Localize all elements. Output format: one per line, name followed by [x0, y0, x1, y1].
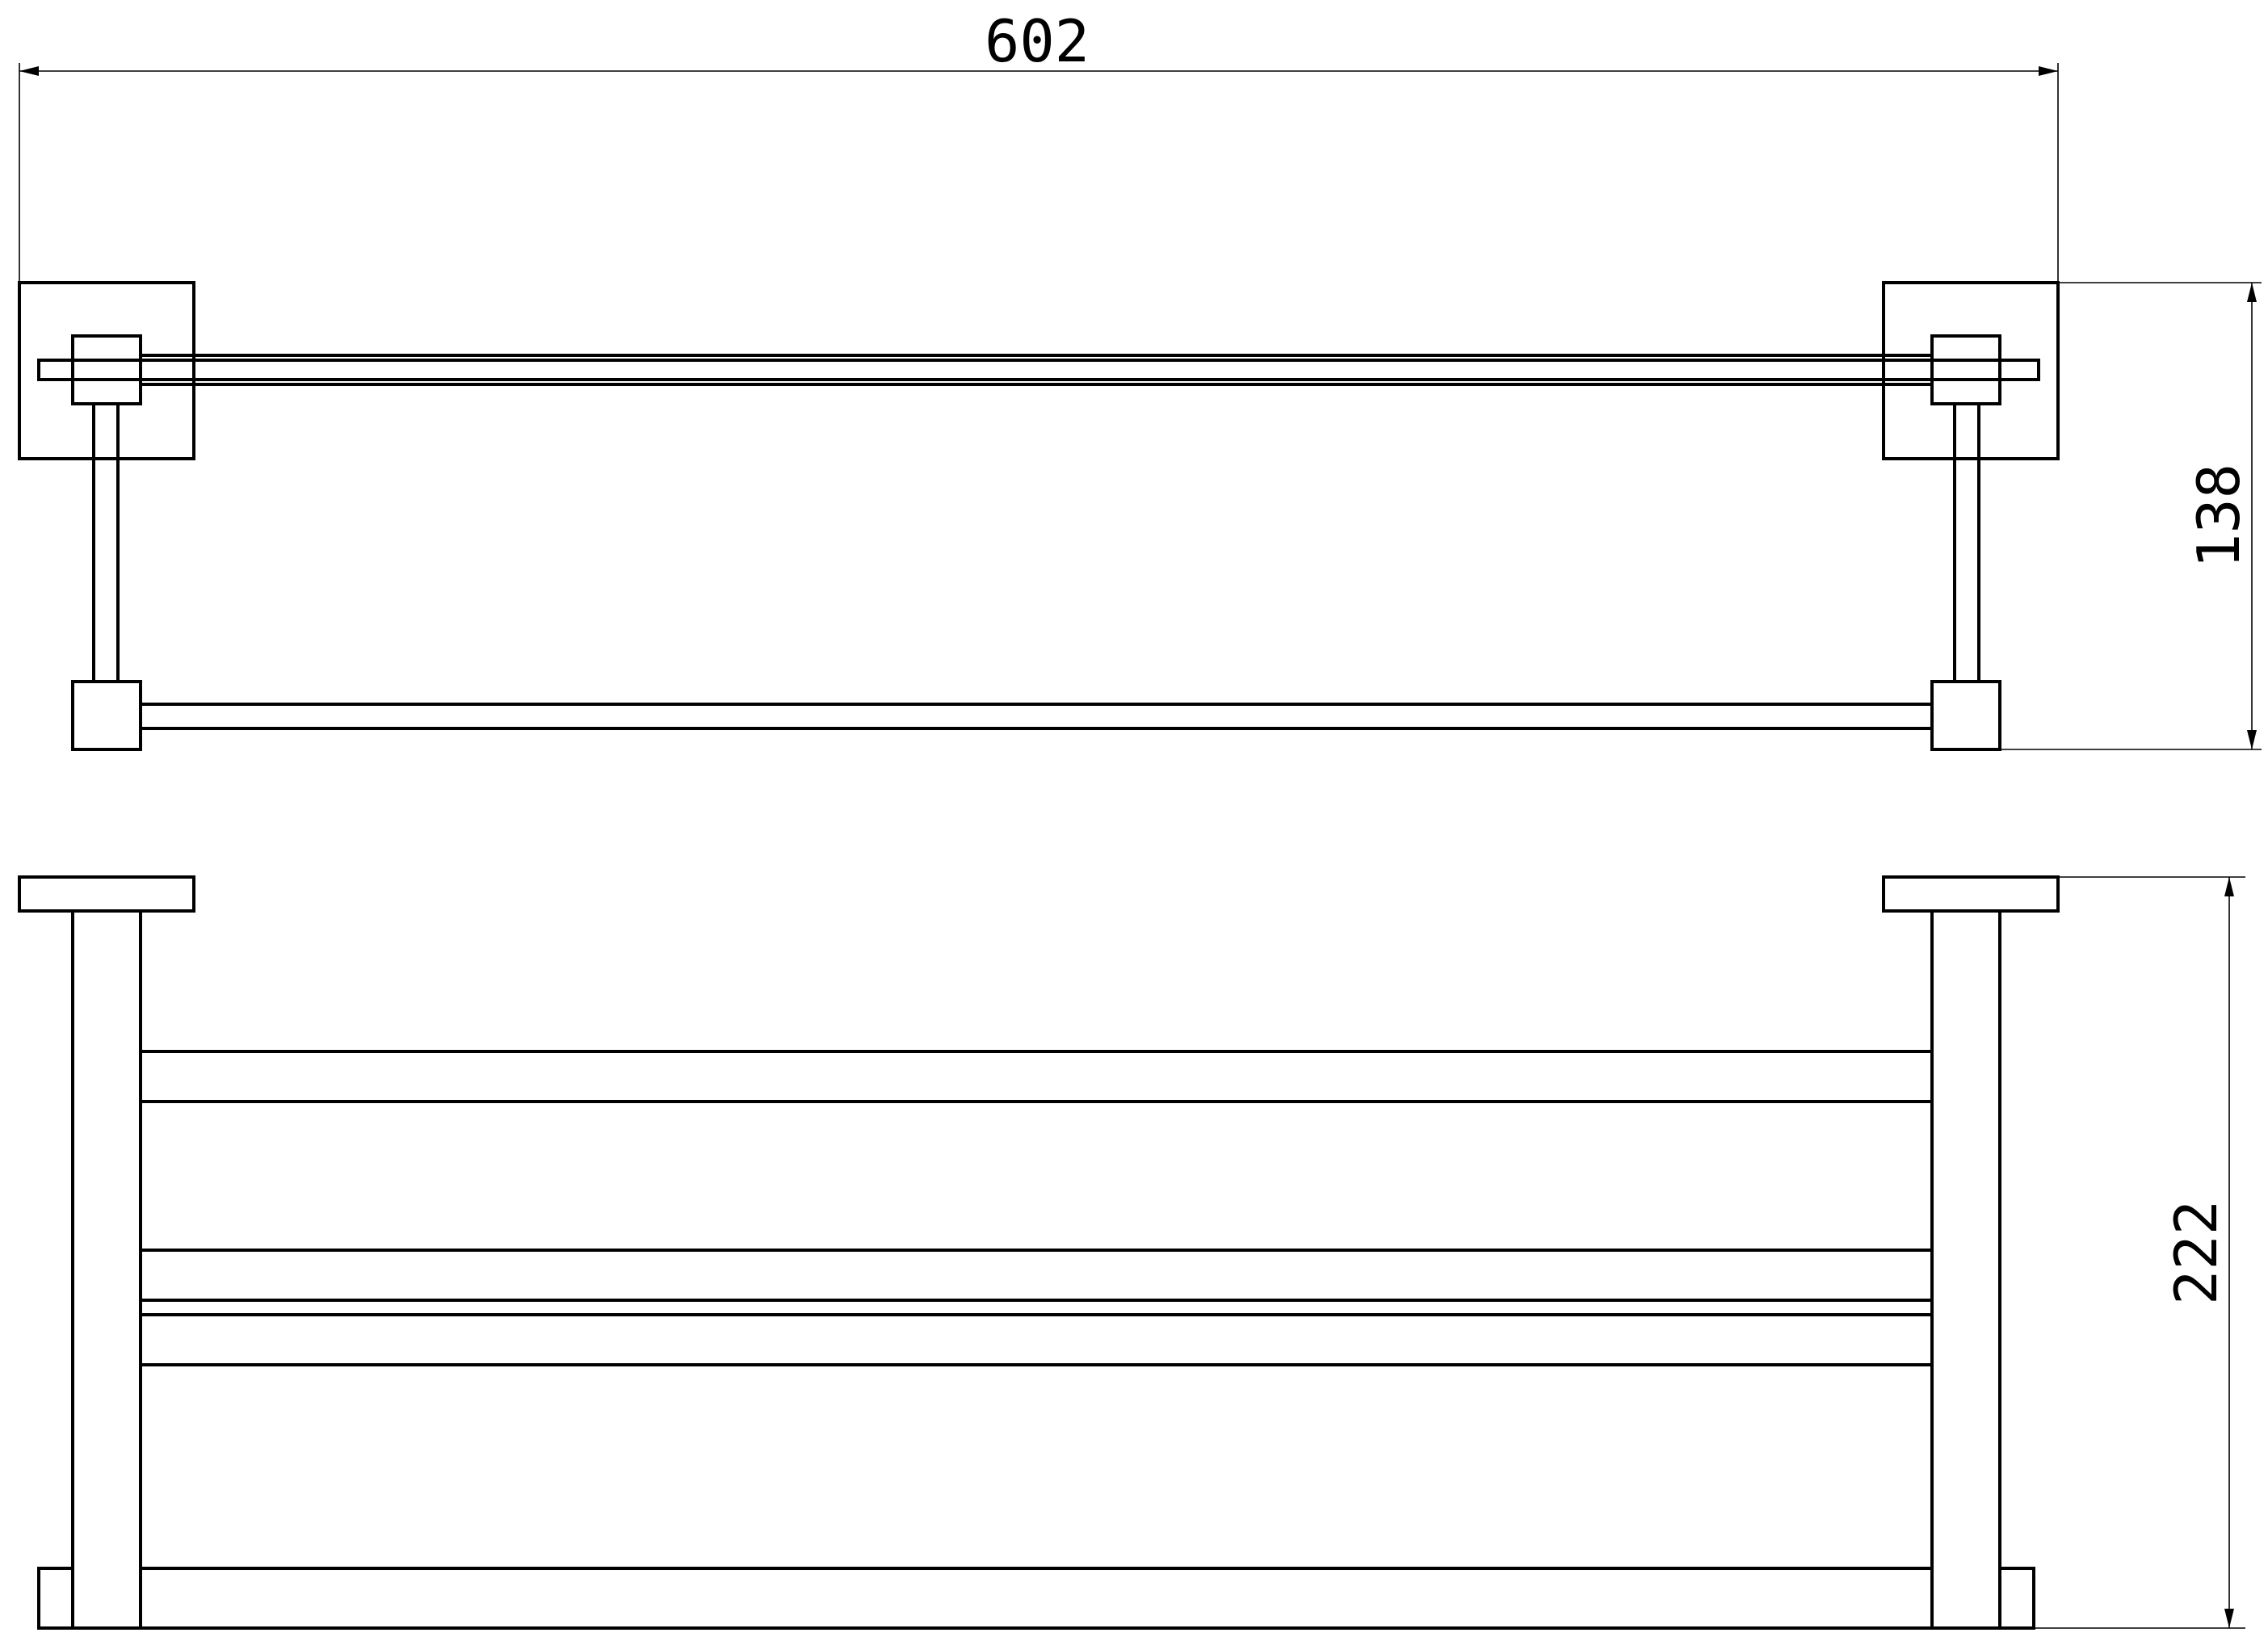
front-bar-2: [139, 1249, 1934, 1302]
front-bar-bottom: [139, 1567, 1934, 1630]
height-dimension-label: 222: [2162, 1200, 2230, 1305]
dimension-depth: 138: [2000, 282, 2262, 750]
right-support-arm: [1953, 402, 1980, 683]
width-dimension-label: 602: [985, 7, 1090, 75]
depth-dimension-label: 138: [2185, 464, 2253, 569]
front-view: [18, 875, 2060, 1630]
right-end-cap: [1930, 680, 2001, 751]
arrowhead-height-top: [2224, 877, 2234, 896]
arrowhead-depth-bottom: [2247, 730, 2257, 749]
left-bracket-block: [71, 334, 142, 405]
arrowhead-depth-top: [2247, 283, 2257, 302]
dimension-height: 222: [2034, 876, 2245, 1629]
dimension-width: 602: [19, 7, 2059, 283]
left-wall-plate: [18, 281, 195, 460]
left-post: [71, 909, 142, 1630]
right-bracket-block: [1930, 334, 2001, 405]
lower-towel-bar: [139, 703, 1934, 730]
right-foot: [1998, 1567, 2035, 1630]
arrowhead-width-right: [2039, 66, 2058, 76]
top-view: [18, 281, 2060, 751]
left-support-arm: [92, 402, 120, 683]
left-foot: [37, 1567, 74, 1630]
right-wall-plate: [1882, 281, 2060, 460]
left-end-cap: [71, 680, 142, 751]
arrowhead-width-left: [19, 66, 39, 76]
left-top-flange: [18, 875, 195, 913]
right-post: [1930, 909, 2001, 1630]
arrowhead-height-bottom: [2224, 1609, 2234, 1628]
upper-shelf-bar: [37, 359, 2040, 381]
front-bar-1: [139, 1050, 1934, 1103]
right-top-flange: [1882, 875, 2060, 913]
front-bar-3: [139, 1313, 1934, 1366]
